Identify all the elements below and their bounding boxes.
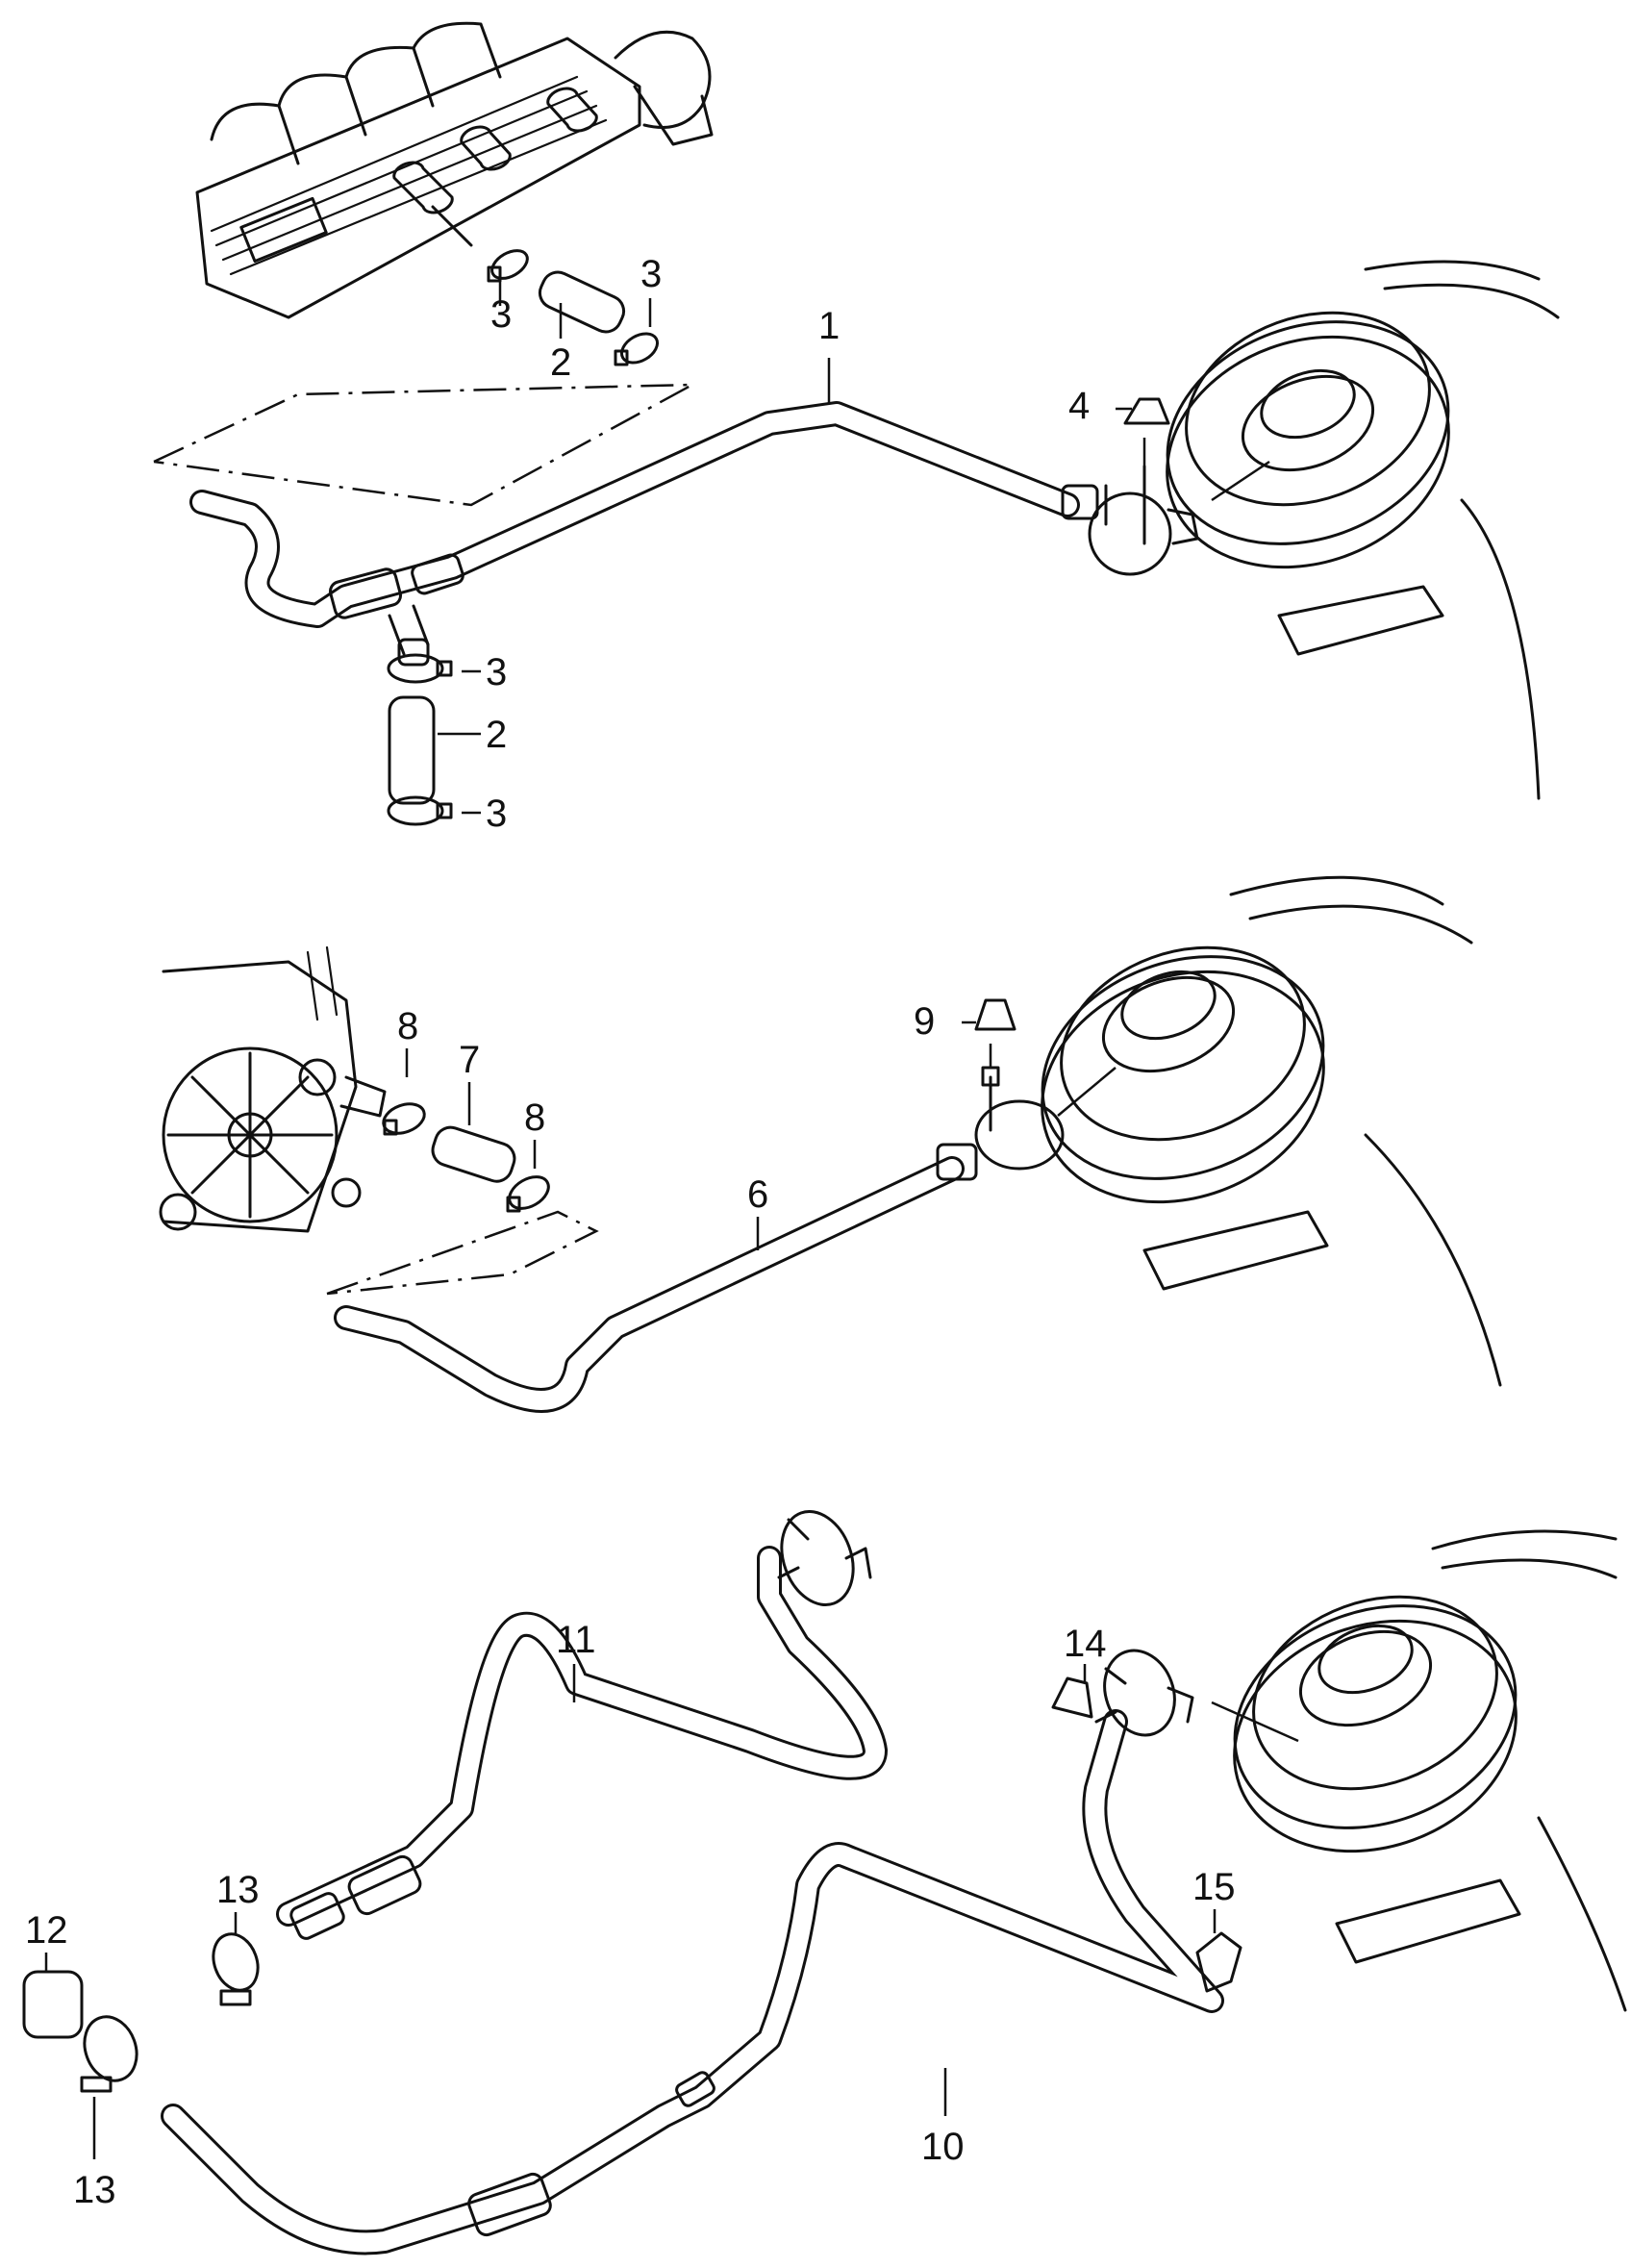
callout-7: 7 (459, 1039, 480, 1081)
brake-booster-icon (1041, 875, 1502, 1387)
callout-12: 12 (25, 1909, 68, 1952)
callout-1: 1 (818, 305, 840, 347)
callout-2-mid: 2 (486, 714, 507, 756)
callout-15: 15 (1192, 1866, 1236, 1908)
callout-14: 14 (1064, 1623, 1107, 1665)
hose-sleeve-icon (22, 1970, 84, 2039)
callout-3-mid-upper: 3 (486, 651, 507, 693)
brake-booster-icon (1166, 260, 1560, 800)
callout-13-top: 13 (216, 1869, 260, 1911)
hose-sleeve-icon (388, 695, 436, 805)
callout-3-top-left: 3 (490, 293, 512, 336)
check-valve-icon (777, 1510, 872, 1606)
callout-2-top: 2 (550, 341, 571, 384)
section-1 (153, 21, 1560, 826)
hose-clamp-icon (212, 1932, 260, 2006)
engine-block-icon (159, 945, 387, 1233)
hose-clamp-icon (382, 1102, 426, 1136)
check-valve-icon (1094, 1649, 1194, 1737)
hose-clamp-icon (506, 1175, 550, 1213)
check-valve-icon (1061, 465, 1199, 576)
callout-leaders (44, 269, 1217, 2159)
callout-6: 6 (747, 1173, 768, 1216)
hose-sleeve-icon (431, 1125, 516, 1183)
section-2 (159, 875, 1502, 1413)
callout-3-top-right: 3 (640, 253, 662, 295)
callout-8-right: 8 (524, 1096, 545, 1139)
callout-13-bottom: 13 (73, 2169, 116, 2211)
brake-booster-icon (1233, 1529, 1627, 2012)
callout-labels: 1 3 2 3 4 3 2 3 8 7 8 9 6 11 14 13 15 12… (25, 253, 1236, 2211)
callout-11: 11 (556, 1619, 596, 1661)
callout-10: 10 (921, 2126, 965, 2168)
hose-clamp-icon (80, 2015, 138, 2093)
hose-clamp-icon (614, 332, 659, 366)
callout-9: 9 (914, 1000, 935, 1043)
hose-sleeve-icon (538, 270, 626, 334)
callout-8-left: 8 (397, 1005, 418, 1047)
callout-4: 4 (1068, 385, 1090, 427)
section-3 (22, 1510, 1627, 2255)
callout-3-mid-lower: 3 (486, 793, 507, 835)
engine-manifold-icon (195, 21, 714, 319)
hose-clamp-icon (487, 249, 529, 283)
hose-clamp-icon (387, 653, 453, 684)
hose-clamp-icon (387, 795, 453, 826)
